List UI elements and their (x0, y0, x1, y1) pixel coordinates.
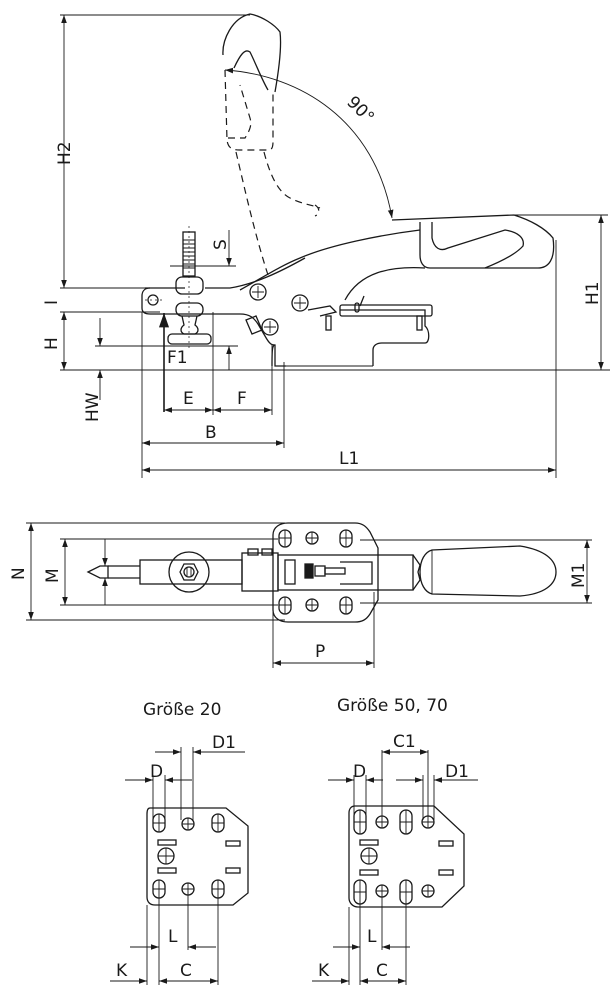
dim-P: P (315, 642, 325, 662)
dim-S: S (211, 239, 231, 250)
dim-N: N (9, 567, 29, 580)
closed-handle (239, 214, 555, 301)
plate-title-size-50-70: Größe 50, 70 (337, 696, 448, 716)
angle-label: 90° (342, 92, 377, 127)
angle-arc (224, 67, 394, 219)
dim-K-size-20: K (116, 961, 128, 981)
dim-B: B (205, 423, 217, 443)
pivot-hole (147, 294, 159, 306)
dim-F: F (237, 389, 247, 409)
dim-F1: F1 (167, 348, 188, 368)
dim-H: H (42, 337, 62, 350)
dim-M: M (43, 568, 63, 583)
plate-title-size-20: Größe 20 (143, 700, 221, 720)
pivots (245, 283, 365, 336)
dim-K-size-50-70: K (318, 961, 330, 981)
dim-L-size-20: L (168, 927, 178, 947)
dim-M1: M1 (569, 563, 589, 588)
dim-D-size-50-70: D (353, 762, 366, 782)
dim-H1: H1 (583, 281, 603, 305)
dim-E: E (183, 389, 194, 409)
dim-H2: H2 (55, 141, 75, 165)
dim-D1-size-50-70: D1 (445, 762, 469, 782)
base-plate-size-50-70: Größe 50, 70 C1 D D1 (312, 696, 478, 985)
spindle (167, 226, 212, 348)
top-handle-grip (419, 545, 557, 597)
dim-L1: L1 (339, 449, 359, 469)
dim-D-size-20: D (150, 762, 163, 782)
dim-L-size-50-70: L (367, 927, 377, 947)
dim-C1-size-50-70: C1 (393, 732, 416, 752)
dim-HW: HW (83, 392, 103, 422)
dim-C-size-50-70: C (376, 961, 388, 981)
dim-D1-size-20: D1 (212, 733, 236, 753)
open-handle (222, 13, 321, 276)
side-view: 90° (42, 13, 610, 478)
base-plate-size-20: Größe 20 D1 D L K (110, 700, 249, 985)
dim-I: I (42, 300, 62, 305)
dim-C-size-20: C (180, 961, 192, 981)
top-view: N M M1 P (9, 522, 592, 668)
